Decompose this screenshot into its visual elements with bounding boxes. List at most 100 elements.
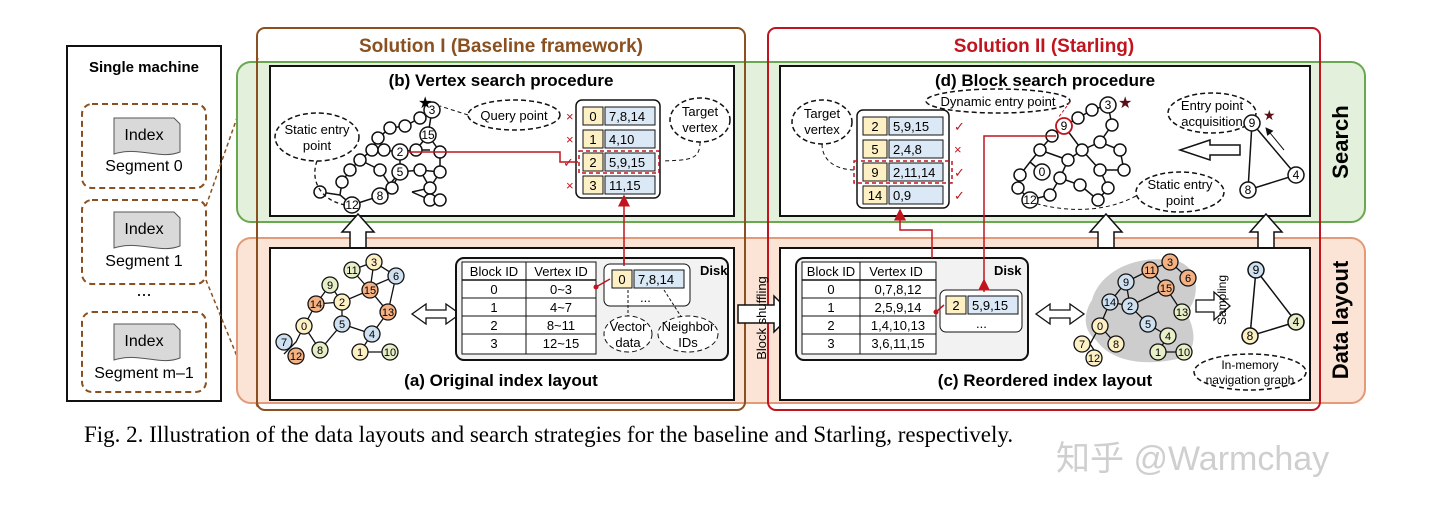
a-r2-vertex: 8~11 (547, 318, 575, 333)
c-nav-node-8: 8 (1247, 329, 1254, 343)
b-node-3: 3 (429, 103, 436, 117)
b-node-2: 2 (397, 145, 404, 159)
a-neighbor-l1: Neighbor (662, 319, 715, 334)
a-vector-l2: data (615, 335, 641, 350)
c-node-2: 2 (1127, 301, 1133, 313)
a-disk-nbrs: 7,8,14 (638, 272, 674, 287)
d-node-9: 9 (1061, 119, 1068, 133)
c-disk-id: 2 (952, 298, 959, 313)
a-node-9: 9 (327, 280, 333, 292)
a-node-11: 11 (346, 265, 357, 277)
c-r1-vertex: 2,5,9,14 (875, 300, 922, 315)
panel-c-title: (c) Reordered index layout (938, 371, 1153, 390)
a-node-10: 10 (384, 347, 396, 359)
search-band-label: Search (1328, 105, 1353, 178)
b-target-l2: vertex (682, 120, 718, 135)
c-node-0: 0 (1097, 321, 1103, 333)
d-nav-node-4: 4 (1293, 168, 1300, 182)
c-node-7: 7 (1079, 339, 1085, 351)
c-r0-block: 0 (827, 282, 834, 297)
watermark: 知乎 @Warmchay (1056, 440, 1329, 478)
a-vector-l1: Vector (610, 319, 648, 334)
d-row0-id: 2 (871, 119, 878, 134)
panel-b-title: (b) Vertex search procedure (389, 71, 614, 90)
a-r3-block: 3 (490, 336, 497, 351)
panel-a-title: (a) Original index layout (404, 371, 598, 390)
panel-b: (b) Vertex search procedure (269, 65, 735, 217)
layout-band-label: Data layout (1328, 260, 1353, 379)
b-row1-mark: × (566, 132, 574, 147)
c-node-11: 11 (1144, 265, 1155, 277)
c-node-13: 13 (1176, 307, 1188, 319)
c-node-4: 4 (1165, 331, 1171, 343)
a-r3-vertex: 12~15 (543, 336, 580, 351)
c-node-10: 10 (1178, 347, 1190, 359)
segment-1: Index Segment 1 (81, 199, 207, 285)
c-nav-node-4: 4 (1293, 315, 1300, 329)
b-target-l1: Target (682, 104, 719, 119)
d-nav-star: ★ (1263, 107, 1276, 123)
d-node-0: 0 (1039, 165, 1046, 179)
b-row3-mark: × (566, 178, 574, 193)
d-node-12: 12 (1023, 193, 1037, 207)
d-static-entry-l1: Static entry (1147, 177, 1213, 192)
b-row3-nbrs: 11,15 (609, 178, 641, 193)
segment-1-index-label: Index (124, 221, 163, 238)
a-disk-id: 0 (618, 272, 625, 287)
a-node-14: 14 (310, 299, 322, 311)
d-query-star: ★ (1118, 95, 1132, 112)
a-node-6: 6 (393, 271, 399, 283)
figure-caption: Fig. 2. Illustration of the data layouts… (84, 422, 1013, 447)
d-row2-id: 9 (871, 165, 878, 180)
solution2-frame (767, 27, 1321, 411)
a-node-12: 12 (290, 351, 302, 363)
panel-d-title: (d) Block search procedure (935, 71, 1155, 90)
a-th-vertex: Vertex ID (534, 264, 587, 279)
c-node-15: 15 (1160, 283, 1172, 295)
a-node-3: 3 (371, 257, 377, 269)
a-th-block: Block ID (470, 264, 518, 279)
b-node-12: 12 (345, 198, 359, 212)
c-disk-nbrs: 5,9,15 (972, 298, 1008, 313)
c-r2-vertex: 1,4,10,13 (871, 318, 925, 333)
single-machine-title: Single machine (89, 59, 199, 76)
c-disk-more: ... (976, 316, 987, 331)
c-sampling-label: Sampling (1215, 275, 1229, 325)
panel-a: (a) Original index layout 11 3 6 9 15 14… (269, 194, 735, 401)
c-node-12: 12 (1088, 353, 1100, 365)
c-node-14: 14 (1104, 297, 1116, 309)
d-row1-mark: × (954, 142, 962, 157)
segment-0-label: Segment 0 (105, 158, 182, 175)
d-row1-id: 5 (871, 142, 878, 157)
b-row0-id: 0 (589, 109, 596, 124)
solution1-frame (256, 27, 746, 411)
a-node-7: 7 (281, 337, 287, 349)
b-row0-nbrs: 7,8,14 (609, 109, 645, 124)
d-row3-id: 14 (868, 188, 882, 203)
c-r2-block: 2 (827, 318, 834, 333)
d-node-3: 3 (1105, 98, 1112, 112)
d-row2-mark: ✓ (954, 165, 965, 180)
a-node-8: 8 (317, 345, 323, 357)
d-static-entry-l2: point (1166, 193, 1195, 208)
b-node-15: 15 (421, 128, 435, 142)
a-node-0: 0 (301, 321, 307, 333)
d-row3-mark: ✓ (954, 188, 965, 203)
d-row1-nbrs: 2,4,8 (893, 142, 922, 157)
panel-c: (c) Reordered index layout Disk Block ID… (779, 135, 1311, 401)
a-neighbor-l2: IDs (678, 335, 698, 350)
a-node-13: 13 (382, 307, 394, 319)
single-machine-panel: Single machine Index Segment 0 Index Seg… (66, 45, 259, 409)
c-double-arrow (1034, 302, 1086, 326)
a-node-4: 4 (369, 329, 375, 341)
a-r0-block: 0 (490, 282, 497, 297)
d-entry-acq-l2: acquisition (1181, 114, 1242, 129)
c-node-8: 8 (1113, 339, 1119, 351)
segment-m-1-index-label: Index (124, 333, 163, 350)
c-r1-block: 1 (827, 300, 834, 315)
b-row2-nbrs: 5,9,15 (609, 155, 645, 170)
c-node-1: 1 (1155, 347, 1161, 359)
a-disk-label: Disk (700, 263, 728, 278)
block-shuffling-label: Block shuffling (754, 276, 769, 360)
